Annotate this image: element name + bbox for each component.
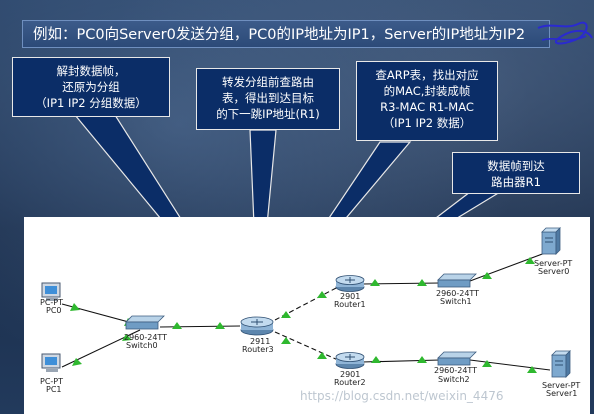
router3-model-label: 2911 [250,337,270,346]
router3-name-label: Router3 [242,345,274,354]
switch1-icon[interactable] [437,273,477,288]
switch1-model-label: 2960-24TT [436,289,479,298]
link-switch0-router3 [159,325,241,328]
server1-name-label: Server1 [546,389,577,398]
callout-frame-arrives: 数据帧到达 路由器R1 [452,152,580,194]
switch2-model-label: 2960-24TT [434,366,477,375]
callout-arp-table: 查ARP表，找出对应 的MAC,封装成帧 R3-MAC R1-MAC （IP1 … [356,61,498,141]
switch1-name-label: Switch1 [440,297,472,306]
watermark-text: https://blog.csdn.net/weixin_4476 [300,389,503,403]
pc0-name-label: PC0 [46,306,62,315]
pc1-model-label: PC-PT [40,377,63,386]
switch2-name-label: Switch2 [438,375,470,384]
callout-routing-table: 转发分组前查路由 表，得出到达目标 的下一跳IP地址(R1) [196,68,340,130]
pc0-model-label: PC-PT [40,298,63,307]
server0-icon[interactable] [541,227,561,255]
server1-icon[interactable] [551,350,571,378]
network-topology-panel [24,217,590,414]
router3-icon[interactable] [240,316,274,336]
banner-title: 例如：PC0向Server0发送分组，PC0的IP地址为IP1，Server的I… [22,20,550,48]
router1-name-label: Router1 [334,300,366,309]
pc1-name-label: PC1 [46,385,62,394]
server0-model-label: Server-PT [534,259,572,268]
router2-model-label: 2901 [340,370,360,379]
switch2-icon[interactable] [437,351,477,366]
pc0-icon[interactable] [41,282,61,301]
server0-name-label: Server0 [538,267,569,276]
router1-model-label: 2901 [340,292,360,301]
router2-icon[interactable] [335,352,365,369]
switch0-name-label: Switch0 [126,341,158,350]
link-status-indicators [70,257,537,373]
switch0-icon[interactable] [125,315,165,330]
callout-decapsulate: 解封数据帧， 还原为分组 （IP1 IP2 分组数据） [12,57,170,117]
server1-model-label: Server-PT [542,381,580,390]
link-switch1-server0 [469,252,546,282]
router1-icon[interactable] [335,275,365,292]
link-switch2-server1 [469,359,551,371]
switch0-model-label: 2960-24TT [124,333,167,342]
pc1-icon[interactable] [41,353,61,372]
scribble-mark [537,21,593,45]
network-links [61,252,551,371]
link-router3-router2 [274,331,339,361]
router2-name-label: Router2 [334,378,366,387]
